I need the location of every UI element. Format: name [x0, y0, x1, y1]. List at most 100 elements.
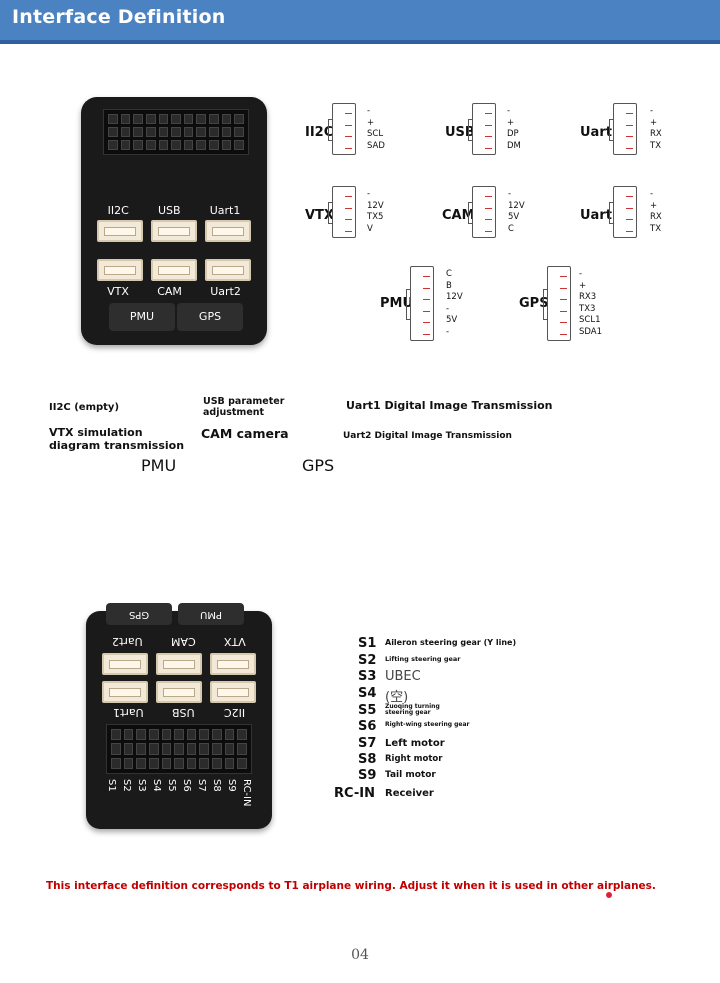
pin — [123, 743, 134, 755]
connector-housing — [609, 103, 637, 155]
jst-connector — [97, 259, 143, 281]
desc-ii2c: II2C (empty) — [49, 402, 120, 413]
flight-controller-top-photo: II2C USB Uart1 VTX CAM Uart2 PMU GPS — [81, 97, 267, 345]
jst-connector — [205, 220, 251, 242]
pin — [224, 743, 235, 755]
connector-row-2 — [93, 259, 255, 281]
desc-pmu: PMU — [141, 456, 177, 475]
servo-id: S6 — [358, 719, 377, 734]
pin-tick — [345, 147, 352, 149]
pin — [111, 757, 121, 769]
desc-uart2: Uart2 Digital Image Transmission — [343, 431, 512, 441]
pin-tick — [345, 196, 352, 197]
pmu-tab-label: PMU — [200, 609, 222, 620]
pin-tick — [560, 333, 567, 335]
pin-label: - — [508, 189, 512, 199]
pin-label: SAD — [367, 140, 385, 151]
connector-housing — [543, 266, 571, 341]
pin-tick — [345, 207, 352, 209]
servo-id: S3 — [358, 669, 377, 684]
pin-label: C — [508, 223, 514, 234]
desc-uart1: Uart1 Digital Image Transmission — [346, 399, 553, 412]
desc-usb-line-1: USB parameter — [203, 396, 285, 407]
pin — [209, 127, 219, 137]
pin-tick — [485, 219, 492, 220]
port-label: VTX — [107, 285, 129, 298]
desc-vtx-line-2: diagram transmission — [49, 439, 185, 452]
pin-label: - — [507, 106, 511, 116]
pin-label: - — [579, 269, 583, 279]
pin-tick — [626, 124, 633, 126]
pin-tick — [626, 196, 633, 197]
pin — [174, 743, 184, 755]
servo-desc: Right motor — [385, 754, 443, 764]
pin-header-block — [103, 109, 249, 155]
servo-row-s4: S4(空) — [332, 686, 592, 705]
connector-row-2 — [98, 681, 260, 703]
servo-pin-label: S2 — [121, 779, 132, 792]
port-label-row-1: II2C USB Uart1 — [93, 204, 255, 217]
servo-pin-label: S7 — [196, 779, 207, 792]
pin-tick — [423, 310, 430, 312]
pin — [161, 743, 172, 755]
pin-tick — [423, 299, 430, 300]
pinout-name: PMU — [380, 296, 414, 311]
gps-tab-label: GPS — [128, 609, 150, 620]
port-label: II2C — [107, 204, 129, 217]
gps-tab: GPS — [106, 603, 172, 625]
pin — [111, 743, 121, 755]
pin-tick — [626, 147, 633, 149]
pin-tick — [626, 207, 633, 209]
pin — [183, 140, 194, 150]
pin-label: + — [650, 117, 658, 128]
pin-label: RX — [650, 212, 662, 222]
pin-tick — [626, 219, 633, 220]
port-label: II2C — [224, 706, 246, 719]
page-number: 04 — [351, 947, 369, 963]
jst-connector — [210, 681, 256, 703]
pin — [133, 140, 143, 150]
pin-tick — [560, 299, 567, 300]
servo-id: S4 — [358, 686, 377, 701]
pin-label: SDA1 — [579, 326, 603, 337]
pin — [171, 114, 181, 124]
pin-tick — [485, 230, 492, 232]
pmu-tab: PMU — [178, 603, 244, 625]
pin-label: - — [446, 303, 450, 314]
pin — [199, 743, 210, 755]
pin-tick — [485, 113, 492, 114]
pinout-name: Uart2 — [580, 208, 621, 223]
connector-housing — [328, 186, 356, 238]
servo-id: S5 — [358, 703, 377, 718]
desc-gps: GPS — [302, 456, 335, 475]
port-label: USB — [172, 706, 196, 719]
jst-connector — [156, 653, 202, 675]
pin-label: 12V — [446, 292, 463, 302]
connector-housing — [406, 266, 434, 341]
pin — [148, 743, 159, 755]
pin-label: TX — [650, 223, 662, 234]
pin — [174, 729, 184, 741]
jst-connector — [102, 653, 148, 675]
pin-tick — [345, 219, 352, 220]
pin-label: + — [650, 200, 658, 211]
pin-label: - — [367, 189, 371, 199]
pin — [234, 114, 244, 124]
port-label: VTX — [224, 635, 246, 648]
servo-pin-label: RC-IN — [241, 779, 252, 807]
pinout-name: USB — [445, 125, 475, 140]
pin-tick — [485, 124, 492, 126]
pin — [158, 127, 169, 137]
pin — [209, 114, 219, 124]
wiring-note: This interface definition corresponds to… — [46, 880, 656, 892]
pin — [196, 140, 207, 150]
servo-desc: Left motor — [385, 738, 445, 749]
pin-tick — [485, 147, 492, 149]
pin-label: - — [446, 326, 450, 337]
desc-usb-line-2: adjustment — [203, 407, 265, 418]
